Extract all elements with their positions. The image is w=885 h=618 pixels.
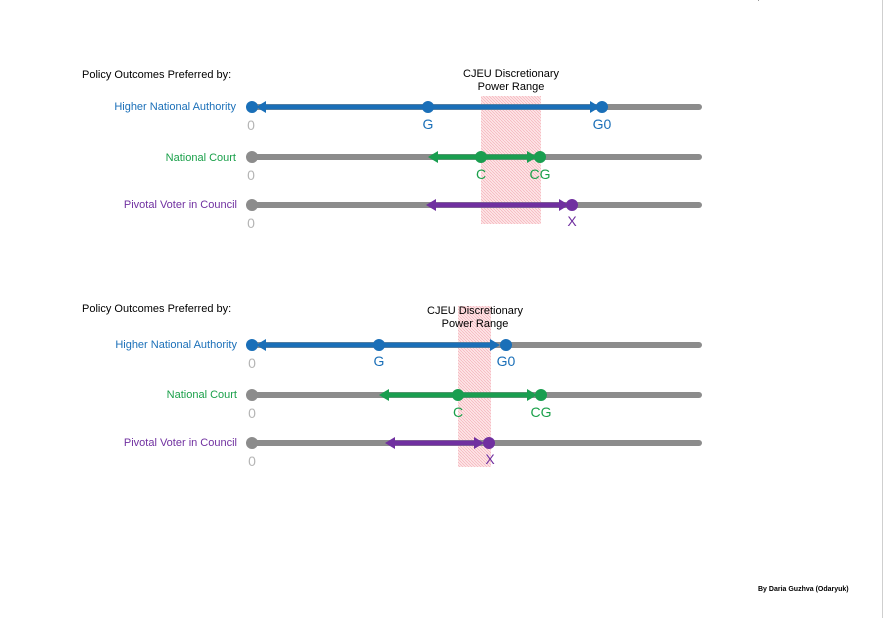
tick-label-zero: 0: [248, 453, 256, 469]
arrow-head-right: [474, 437, 484, 449]
diagram-panel-1: Policy Outcomes Preferred by: CJEU Discr…: [0, 60, 885, 270]
origin-point: [246, 199, 258, 211]
cjeu-range-title-line1: CJEU Discretionary: [427, 305, 523, 317]
diagram-2-graphic: [246, 306, 702, 467]
arrow-head-left: [256, 101, 266, 113]
arrow-head-left: [426, 199, 436, 211]
origin-point: [246, 437, 258, 449]
point-x: [566, 199, 578, 211]
point-g: [373, 339, 385, 351]
tick-label-zero: 0: [247, 215, 255, 231]
arrow-head-left: [428, 151, 438, 163]
arrow-head-left: [256, 339, 266, 351]
tick-label-zero: 0: [247, 167, 255, 183]
header-fragment: / · · · ·: [758, 0, 801, 3]
arrow-head-left: [379, 389, 389, 401]
author-credit: By Daria Guzhva (Odaryuk): [758, 586, 849, 593]
row-label-higher-national-authority: Higher National Authority: [114, 101, 236, 113]
point-c: [452, 389, 464, 401]
origin-point: [246, 339, 258, 351]
tick-label-cg: CG: [530, 404, 552, 420]
cjeu-range-title: CJEU Discretionary Power Range: [441, 68, 581, 94]
tick-label-x: X: [485, 451, 495, 467]
arrow-head-right: [490, 339, 500, 351]
point-g: [422, 101, 434, 113]
origin-point: [246, 151, 258, 163]
arrow-head-right: [559, 199, 569, 211]
origin-point: [246, 101, 258, 113]
cjeu-range-title-line2: Power Range: [441, 318, 509, 330]
cjeu-range-title-line1: CJEU Discretionary: [463, 68, 559, 80]
point-g0: [596, 101, 608, 113]
tick-label-zero: 0: [247, 117, 255, 133]
arrow-head-right: [527, 389, 537, 401]
tick-label-g0: G0: [496, 353, 516, 369]
tick-label-x: X: [567, 213, 577, 229]
tick-label-zero: 0: [248, 405, 256, 421]
tick-label-c: C: [452, 404, 464, 420]
tick-label-zero: 0: [248, 355, 256, 371]
tick-label-c: C: [475, 166, 487, 182]
tick-label-g: G: [373, 353, 385, 369]
row-label-higher-national-authority: Higher National Authority: [115, 339, 237, 351]
point-x: [483, 437, 495, 449]
cjeu-range-title: CJEU Discretionary Power Range: [405, 305, 545, 331]
row-label-national-court: National Court: [166, 389, 237, 401]
arrow-head-right: [590, 101, 600, 113]
origin-point: [246, 389, 258, 401]
diagram-panel-2: Policy Outcomes Preferred by: CJEU Discr…: [0, 298, 885, 508]
panel-heading: Policy Outcomes Preferred by:: [82, 303, 232, 315]
row-label-pivotal-voter: Pivotal Voter in Council: [123, 199, 237, 211]
arrow-head-left: [385, 437, 395, 449]
cjeu-range-title-line2: Power Range: [477, 81, 545, 93]
row-label-national-court: National Court: [165, 152, 236, 164]
point-cg: [534, 151, 546, 163]
point-g0: [500, 339, 512, 351]
page-right-border: [882, 0, 883, 618]
tick-label-g: G: [422, 116, 434, 132]
arrow-head-right: [527, 151, 537, 163]
point-c: [475, 151, 487, 163]
diagram-1-graphic: [246, 96, 702, 224]
row-label-pivotal-voter: Pivotal Voter in Council: [123, 437, 237, 449]
tick-label-cg: CG: [529, 166, 551, 182]
panel-heading: Policy Outcomes Preferred by:: [82, 69, 232, 81]
point-cg: [535, 389, 547, 401]
tick-label-g0: G0: [592, 116, 612, 132]
